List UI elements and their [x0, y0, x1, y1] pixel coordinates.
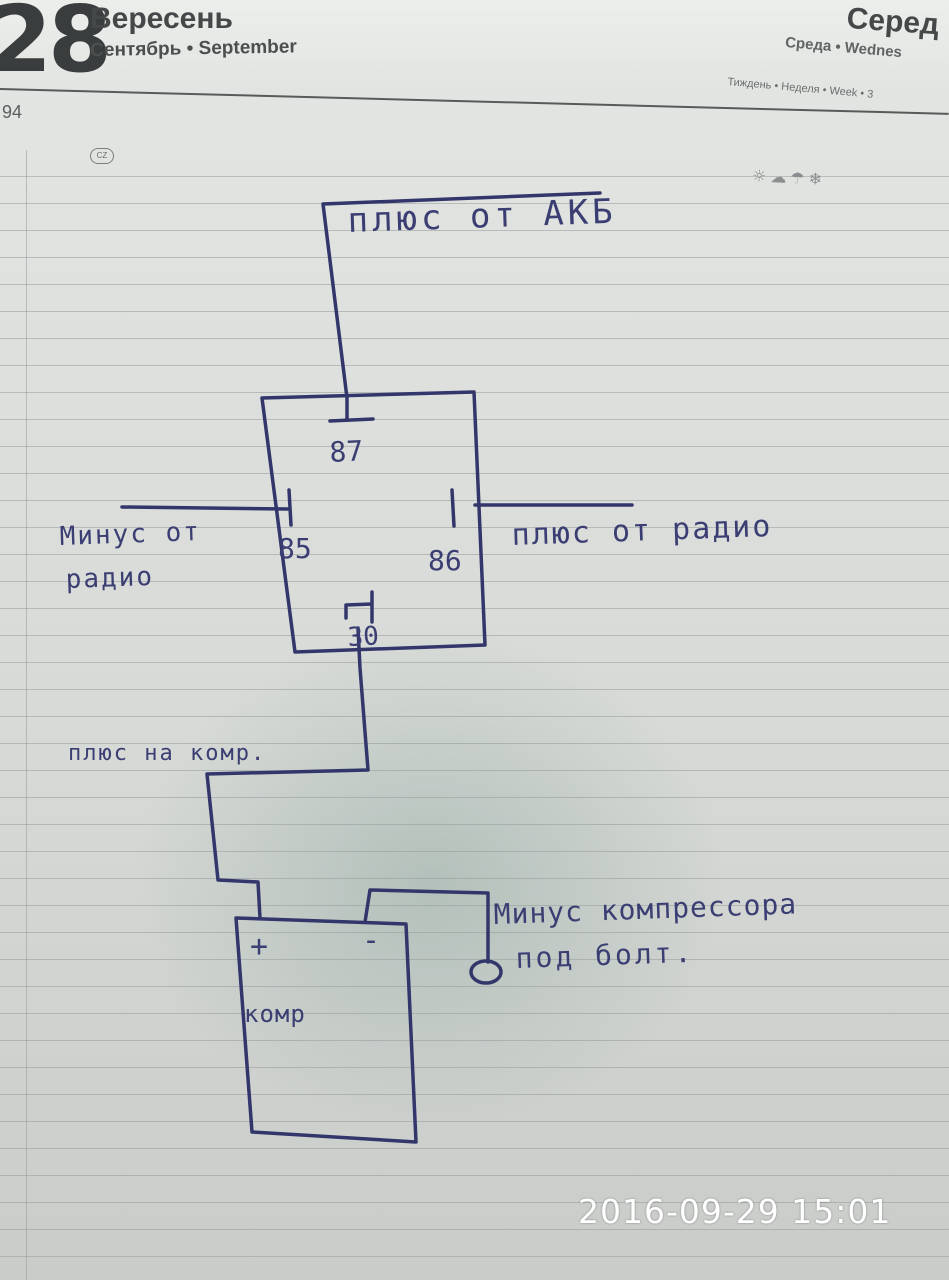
label-pin-85: 85 — [278, 532, 312, 565]
planner-header — [0, 0, 949, 92]
label-pin-86: 86 — [428, 544, 462, 577]
label-pin-30: 30 — [347, 621, 380, 653]
label-compressor-minus: - — [362, 923, 380, 958]
relay-box — [260, 390, 487, 654]
page-counter: 94 — [2, 102, 23, 122]
compressor-box — [234, 916, 418, 1144]
label-compressor: комр — [244, 1000, 306, 1028]
wire-pin-85 — [120, 505, 290, 511]
day-number: 28 — [0, 0, 112, 93]
pin-85-terminal — [287, 488, 293, 527]
cz-badge: CZ — [90, 148, 114, 164]
label-compressor-plus: + — [250, 929, 268, 964]
photo-timestamp: 2016-09-29 15:01 — [578, 1192, 892, 1231]
pin-86-terminal — [450, 488, 456, 528]
month-title: Вересень — [90, 2, 233, 35]
label-plus-from-radio: плюс от радио — [511, 509, 773, 553]
ruled-lines — [0, 150, 949, 1280]
label-plus-from-battery: плюс от АКБ — [347, 192, 617, 241]
label-minus-compressor-line1: Минус компрессора — [493, 887, 798, 931]
wire-battery-plus — [321, 191, 602, 422]
margin-line — [26, 150, 27, 1280]
pin-87-terminal — [328, 417, 375, 423]
label-minus-from-radio-line2: радио — [65, 562, 154, 595]
ground-bolt — [469, 959, 503, 985]
pin-30-terminal — [344, 590, 374, 624]
wire-plus-to-compressor — [205, 626, 370, 920]
wire-compressor-minus — [363, 888, 490, 964]
label-pin-87: 87 — [329, 434, 364, 469]
label-plus-to-compressor: плюс на комр. — [68, 741, 266, 766]
label-minus-from-radio-line1: Минус от — [59, 517, 201, 552]
label-minus-compressor-line2: под болт. — [515, 936, 695, 975]
